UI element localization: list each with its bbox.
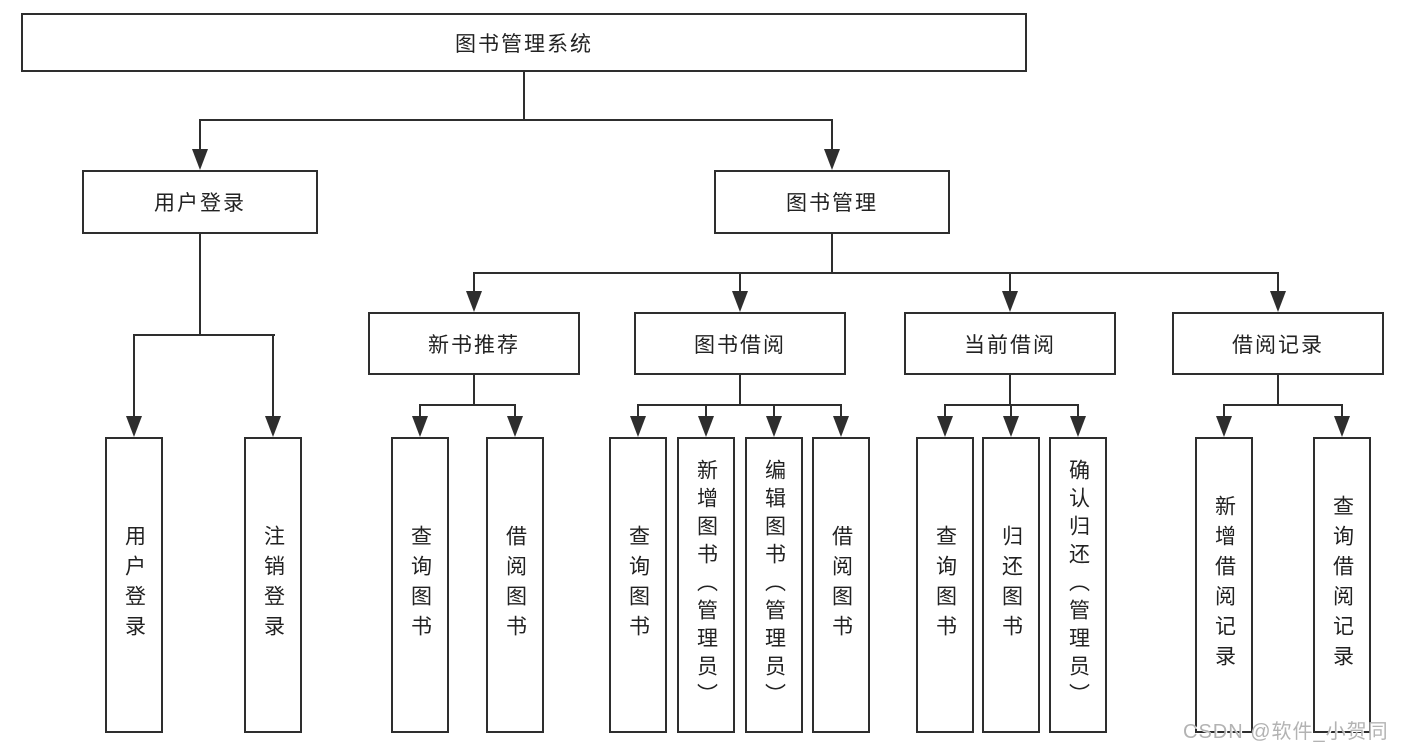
connector-line bbox=[473, 272, 1279, 274]
arrow-down-icon bbox=[1070, 416, 1086, 437]
connector-line bbox=[705, 404, 707, 419]
connector-line bbox=[1277, 272, 1279, 294]
node-user-login: 用户登录 bbox=[82, 170, 318, 234]
connector-line bbox=[523, 71, 525, 120]
node-borrowing-records: 借阅记录 bbox=[1172, 312, 1384, 375]
arrow-down-icon bbox=[466, 291, 482, 312]
arrow-down-icon bbox=[732, 291, 748, 312]
connector-line bbox=[739, 374, 741, 405]
connector-line bbox=[419, 404, 421, 419]
connector-line bbox=[1223, 404, 1343, 406]
node-root: 图书管理系统 bbox=[21, 13, 1027, 72]
connector-line bbox=[1223, 404, 1225, 419]
leaf-query-borrow-record: 查询借阅记录 bbox=[1313, 437, 1371, 733]
connector-line bbox=[199, 119, 833, 121]
connector-line bbox=[831, 119, 833, 152]
connector-line bbox=[419, 404, 516, 406]
connector-line bbox=[773, 404, 775, 419]
arrow-down-icon bbox=[1216, 416, 1232, 437]
leaf-return-books: 归还图书 bbox=[982, 437, 1040, 733]
arrow-down-icon bbox=[126, 416, 142, 437]
connector-line bbox=[133, 334, 275, 336]
arrow-down-icon bbox=[1002, 291, 1018, 312]
leaf-edit-books-admin: 编辑图书（管理员） bbox=[745, 437, 803, 733]
leaf-borrow-books-borrowing: 借阅图书 bbox=[812, 437, 870, 733]
arrow-down-icon bbox=[766, 416, 782, 437]
connector-line bbox=[739, 272, 741, 294]
leaf-query-books-recommend: 查询图书 bbox=[391, 437, 449, 733]
leaf-borrow-books-recommend: 借阅图书 bbox=[486, 437, 544, 733]
connector-line bbox=[944, 404, 946, 419]
connector-line bbox=[1077, 404, 1079, 419]
connector-line bbox=[473, 272, 475, 294]
connector-line bbox=[199, 234, 201, 335]
leaf-logout: 注销登录 bbox=[244, 437, 302, 733]
connector-line bbox=[1341, 404, 1343, 419]
leaf-query-books-borrowing: 查询图书 bbox=[609, 437, 667, 733]
connector-line bbox=[840, 404, 842, 419]
connector-line bbox=[199, 119, 201, 152]
connector-line bbox=[1009, 374, 1011, 405]
connector-line bbox=[133, 334, 135, 419]
arrow-down-icon bbox=[698, 416, 714, 437]
arrow-down-icon bbox=[507, 416, 523, 437]
connector-line bbox=[473, 374, 475, 405]
node-book-borrowing: 图书借阅 bbox=[634, 312, 846, 375]
arrow-down-icon bbox=[412, 416, 428, 437]
arrow-down-icon bbox=[1270, 291, 1286, 312]
connector-line bbox=[1277, 374, 1279, 405]
arrow-down-icon bbox=[833, 416, 849, 437]
arrow-down-icon bbox=[265, 416, 281, 437]
connector-line bbox=[514, 404, 516, 419]
node-book-management: 图书管理 bbox=[714, 170, 950, 234]
leaf-confirm-return-admin: 确认归还（管理员） bbox=[1049, 437, 1107, 733]
leaf-query-books-current: 查询图书 bbox=[916, 437, 974, 733]
connector-line bbox=[831, 234, 833, 273]
csdn-watermark: CSDN @软件_小贺同学 bbox=[1183, 721, 1389, 743]
leaf-add-books-admin: 新增图书（管理员） bbox=[677, 437, 735, 733]
connector-line bbox=[272, 334, 274, 419]
arrow-down-icon bbox=[824, 149, 840, 170]
connector-line bbox=[637, 404, 842, 406]
connector-line bbox=[637, 404, 639, 419]
connector-line bbox=[1010, 404, 1012, 419]
node-new-book-recommend: 新书推荐 bbox=[368, 312, 580, 375]
arrow-down-icon bbox=[1003, 416, 1019, 437]
connector-line bbox=[1009, 272, 1011, 294]
leaf-add-borrow-record: 新增借阅记录 bbox=[1195, 437, 1253, 733]
arrow-down-icon bbox=[937, 416, 953, 437]
arrow-down-icon bbox=[1334, 416, 1350, 437]
arrow-down-icon bbox=[192, 149, 208, 170]
node-current-borrowing: 当前借阅 bbox=[904, 312, 1116, 375]
arrow-down-icon bbox=[630, 416, 646, 437]
leaf-user-login: 用户登录 bbox=[105, 437, 163, 733]
